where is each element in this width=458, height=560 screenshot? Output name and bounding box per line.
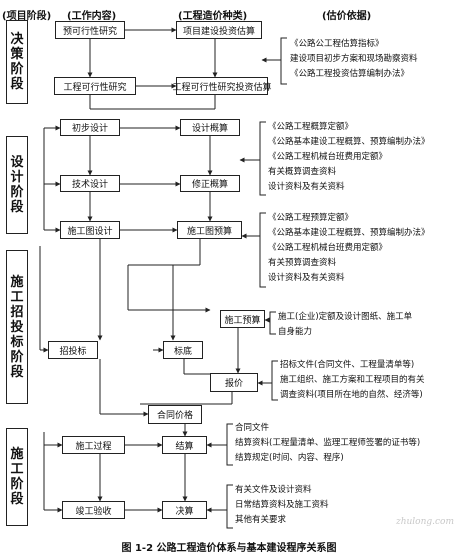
basis-line: 日常结算资料及施工资料 [235,500,329,510]
basis-line: 结算资料(工程量清单、监理工程师签署的证书等) [235,438,421,448]
stage-design: 设计阶段 [6,136,28,234]
basis-line: 设计资料及有关资料 [268,182,345,192]
basis-line: 《公路工程机械台班费用定额》 [268,152,388,162]
stage-decision: 决策阶段 [6,20,28,104]
box-drawing-budget: 施工图预算 [177,221,242,239]
basis-line: 招标文件(合同文件、工程量清单等) [280,360,415,370]
box-technical-design: 技术设计 [60,175,120,192]
basis-line: 施工组织、施工方案和工程项目的有关 [280,375,425,385]
watermark: zhulong.com [395,517,454,527]
box-feasibility-estimate: 工程可行性研究投资估算 [173,77,272,95]
box-project-investment-estimate: 项目建设投资估算 [176,21,262,39]
box-settlement: 结算 [162,436,207,454]
basis-line: 设计资料及有关资料 [268,273,345,283]
basis-line: 《公路基本建设工程概算、预算编制办法》 [268,137,430,147]
basis-line: 建设项目初步方案和现场勘察资料 [290,54,418,64]
header-stage: (项目阶段) [2,11,52,22]
box-pre-feasibility-study: 预可行性研究 [55,21,125,39]
basis-line: 自身能力 [278,327,313,337]
basis-line: 有关概算调查资料 [268,167,337,177]
box-bidding: 招投标 [48,341,98,359]
box-contractor-budget: 施工预算 [220,310,265,328]
box-completion-acceptance: 竣工验收 [62,501,125,519]
stage-bidding: 施工招投标阶段 [6,250,28,404]
header-basis: (估价依据) [322,11,372,22]
box-feasibility-study: 工程可行性研究 [54,77,136,95]
stage-construction: 施工阶段 [6,428,28,526]
box-construction-process: 施工过程 [62,436,125,454]
basis-line: 《公路工程预算定额》 [268,213,354,223]
box-preliminary-design: 初步设计 [60,119,120,136]
basis-line: 《公路工程投资估算编制办法》 [290,69,410,79]
basis-line: 有关文件及设计资料 [235,485,312,495]
basis-decision: 《公路公工程估算指标》 建设项目初步方案和现场勘察资料 《公路工程投资估算编制办… [290,37,418,82]
basis-line: 《公路基本建设工程概算、预算编制办法》 [268,228,430,238]
basis-contractor: 施工(企业)定额及设计图纸、施工单 自身能力 [278,310,412,340]
basis-line: 调查资料(项目所在地的自然、经济等) [280,390,423,400]
box-construction-drawing-design: 施工图设计 [60,221,120,239]
basis-design: 《公路工程概算定额》 《公路基本建设工程概算、预算编制办法》 《公路工程机械台班… [268,120,430,195]
header-cost-type: (工程造价种类) [178,11,248,22]
basis-line: 合同文件 [235,423,270,433]
basis-line: 有关预算调查资料 [268,258,337,268]
basis-drawing: 《公路工程预算定额》 《公路基本建设工程概算、预算编制办法》 《公路工程机械台班… [268,211,430,286]
basis-line: 结算规定(时间、内容、程序) [235,453,344,463]
basis-line: 《公路工程机械台班费用定额》 [268,243,388,253]
box-quote: 报价 [210,373,258,392]
basis-line: 其他有关要求 [235,515,287,525]
basis-line: 《公路工程概算定额》 [268,122,354,132]
box-revised-budget: 修正概算 [180,175,240,192]
basis-final: 有关文件及设计资料 日常结算资料及施工资料 其他有关要求 [235,483,329,528]
box-design-budget: 设计概算 [180,119,240,136]
basis-line: 施工(企业)定额及设计图纸、施工单 [278,312,413,322]
header-work: (工作内容) [67,11,117,22]
basis-quote: 招标文件(合同文件、工程量清单等) 施工组织、施工方案和工程项目的有关 调查资料… [280,358,425,403]
box-bid-floor: 标底 [163,341,203,359]
box-final-accounts: 决算 [162,501,207,519]
basis-settlement: 合同文件 结算资料(工程量清单、监理工程师签署的证书等) 结算规定(时间、内容、… [235,421,420,466]
box-contract-price: 合同价格 [148,405,202,424]
basis-line: 《公路公工程估算指标》 [290,39,384,49]
figure-caption: 图 1-2 公路工程造价体系与基本建设程序关系图 [121,543,337,554]
